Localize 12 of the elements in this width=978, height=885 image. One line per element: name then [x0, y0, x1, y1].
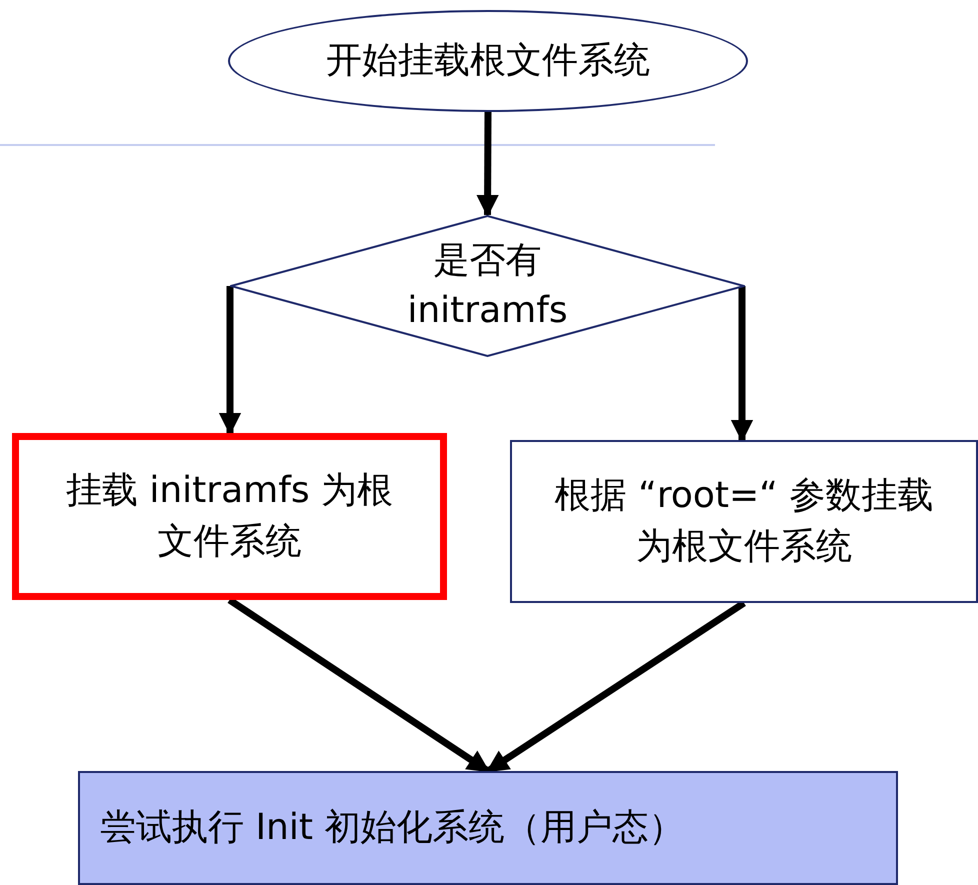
decision-diamond — [230, 215, 745, 357]
node-label: 根据 “root=“ 参数挂载为根文件系统 — [554, 474, 934, 568]
node-label: 是否有 initramfs — [406, 238, 569, 333]
node-label: 挂载 initramfs 为根文件系统 — [64, 469, 394, 564]
process-box — [78, 771, 898, 885]
arrow — [218, 286, 242, 436]
node-label: 尝试执行 Init 初始化系统（用户态） — [100, 806, 684, 850]
arrow — [730, 286, 754, 442]
process-box — [510, 440, 978, 603]
node-label: 开始挂载根文件系统 — [326, 38, 650, 83]
arrow — [476, 112, 499, 218]
process-box — [12, 433, 447, 600]
